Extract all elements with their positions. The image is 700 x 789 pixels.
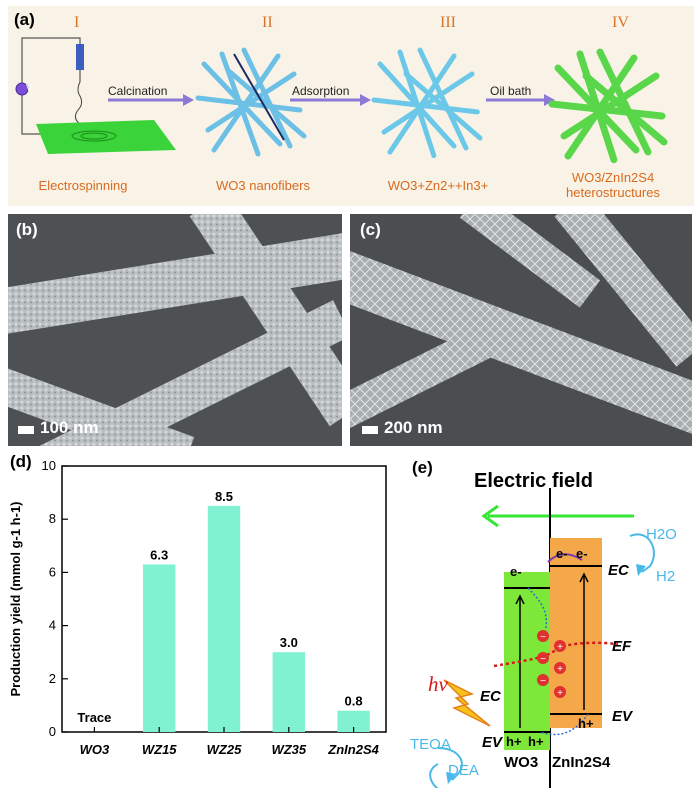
- h2-label: H2: [656, 568, 676, 585]
- process-arrow-3: [486, 94, 555, 106]
- scale-label-b: 100 nm: [40, 418, 99, 437]
- y-tick-label: 2: [49, 671, 56, 686]
- znin2s4-band: [550, 538, 602, 728]
- process-arrow-2: [290, 94, 371, 106]
- y-tick-label: 4: [49, 618, 56, 633]
- y-tick-label: 6: [49, 564, 56, 579]
- znin2s4-electron-1: e-: [556, 546, 568, 561]
- panel-a-label: (a): [14, 10, 35, 29]
- znin2s4-ec-label: EC: [608, 562, 629, 579]
- svg-text:−: −: [540, 654, 546, 665]
- photon-label: hν: [428, 672, 448, 696]
- sem-image-b: (b) 100 nm: [8, 214, 342, 446]
- znin2s4-ev-label: EV: [612, 708, 633, 725]
- svg-text:+: +: [557, 642, 563, 653]
- band-diagram: (e) Electric field − − − +: [398, 452, 698, 788]
- wo3-label: WO3: [504, 754, 539, 771]
- nanofiber-micrograph-c: [350, 214, 692, 446]
- electron-transfer-path: [527, 587, 548, 629]
- data-label: Trace: [77, 710, 111, 725]
- data-label: 8.5: [215, 489, 233, 504]
- arrow-label-calcination: Calcination: [108, 84, 168, 98]
- schematic-graphics: [15, 37, 668, 164]
- step-4-label: WO3/ZnIn2S4 heterostructures: [566, 170, 660, 200]
- step-3-label: WO3+Zn2++In3+: [387, 178, 489, 193]
- svg-text:+: +: [557, 664, 563, 675]
- x-tick-label: WO3: [80, 742, 110, 757]
- electron-migration-path: [547, 553, 583, 563]
- electrospinning-setup-icon: [15, 37, 176, 154]
- panel-c-label: (c): [360, 220, 381, 239]
- x-tick-label: WZ25: [207, 742, 242, 757]
- znin2s4-hole: h+: [578, 716, 594, 731]
- svg-text:−: −: [540, 632, 546, 643]
- step-1-roman: I: [74, 14, 80, 31]
- znin2s4-electron-2: e-: [576, 546, 588, 561]
- data-label: 6.3: [150, 547, 168, 562]
- wo3-ev-label: EV: [482, 734, 503, 751]
- voltage-symbol: V: [25, 83, 32, 93]
- wo3-hole-1: h+: [506, 734, 522, 749]
- adsorbed-nanofibers-icon: [371, 47, 483, 159]
- schematic-panel: (a) I II III IV: [8, 6, 694, 206]
- bar-wz35: [272, 652, 305, 732]
- dea-label: DEA: [448, 762, 479, 779]
- arrow-label-oil-bath: Oil bath: [490, 84, 532, 98]
- step-4-roman: IV: [612, 14, 629, 31]
- wo3-electron-label: e-: [510, 564, 522, 579]
- y-tick-label: 0: [49, 724, 56, 739]
- data-label: 0.8: [345, 694, 363, 709]
- y-tick-label: 8: [49, 511, 56, 526]
- scale-bar-c: [362, 426, 378, 434]
- nanofiber-micrograph-b: [8, 214, 342, 446]
- teoa-oxidation-arrow-icon: [429, 763, 439, 788]
- band-diagram-graphics: − − − + + +: [429, 488, 655, 788]
- znin2s4-label: ZnIn2S4: [552, 754, 611, 771]
- h2o-label: H2O: [646, 526, 677, 543]
- scale-label-c: 200 nm: [384, 418, 443, 437]
- bar-wz15: [143, 564, 176, 732]
- sem-image-c: (c) 200 nm: [350, 214, 692, 446]
- panel-b-label: (b): [16, 220, 38, 239]
- x-tick-label: ZnIn2S4: [327, 742, 379, 757]
- space-charge-icons: − − − + + +: [537, 630, 566, 699]
- wo3-hole-2: h+: [528, 734, 544, 749]
- panel-e-label: (e): [412, 458, 433, 477]
- x-tick-label: WZ35: [271, 742, 306, 757]
- panel-d-label: (d): [10, 452, 32, 471]
- step-2-roman: II: [262, 14, 273, 31]
- bar-wz25: [207, 505, 241, 732]
- wo3-ec-label: EC: [480, 688, 501, 705]
- teoa-label: TEOA: [410, 736, 451, 753]
- step-2-label: WO3 nanofibers: [216, 178, 310, 193]
- fermi-label: EF: [612, 638, 632, 655]
- svg-text:+: +: [557, 688, 563, 699]
- svg-text:−: −: [540, 676, 546, 687]
- y-tick-label: 10: [42, 458, 56, 473]
- scale-bar-b: [18, 426, 34, 434]
- hole-transfer-path: [539, 713, 589, 736]
- step-3-roman: III: [440, 14, 456, 31]
- step-1-label: Electrospinning: [38, 178, 128, 193]
- x-tick-label: WZ15: [142, 742, 177, 757]
- bar-znin2s4: [337, 710, 370, 732]
- wo3-nanofibers-icon: [195, 47, 307, 157]
- data-label: 3.0: [280, 635, 298, 650]
- electric-field-title: Electric field: [474, 470, 593, 492]
- process-arrow-1: [108, 94, 194, 106]
- h2o-reduction-arrow-icon: [629, 533, 655, 573]
- electric-field-arrow-icon: [481, 504, 634, 528]
- arrow-label-adsorption: Adsorption: [292, 84, 350, 98]
- heterostructure-icon: [548, 48, 668, 164]
- lightning-icon: [443, 679, 491, 727]
- y-axis-label: Production yield (mmol g-1 h-1): [8, 501, 23, 696]
